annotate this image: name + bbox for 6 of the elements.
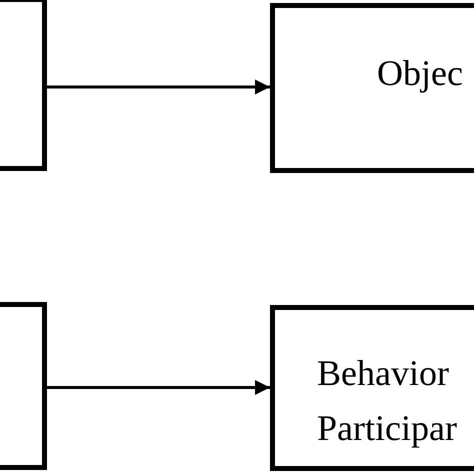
- box-label: Behavior Participar: [317, 352, 458, 450]
- box-label: Objec: [377, 52, 464, 95]
- process-box: [270, 305, 474, 471]
- arrow: [47, 380, 270, 395]
- arrow: [47, 80, 270, 94]
- process-box: [270, 3, 474, 173]
